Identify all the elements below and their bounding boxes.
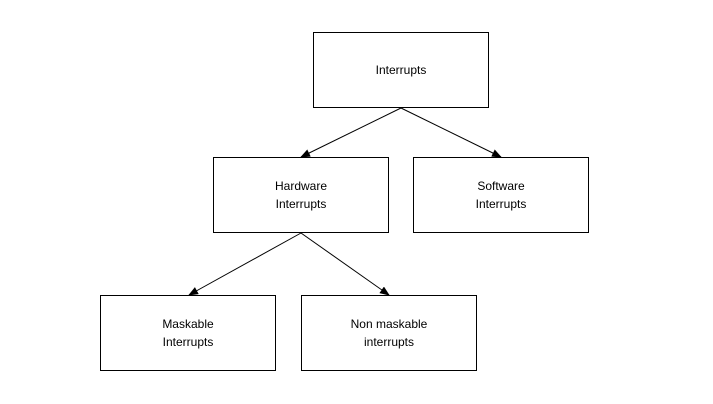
edge-hardware-to-non-maskable xyxy=(300,232,390,296)
edge-hardware-to-maskable xyxy=(188,232,302,296)
node-non-maskable-label-line-1: Non maskable xyxy=(350,317,428,331)
node-software-interrupts: Software Interrupts xyxy=(413,157,589,233)
node-hardware-label-line-1: Hardware xyxy=(274,179,328,193)
node-maskable-label-line-1: Maskable xyxy=(162,317,214,331)
node-software-label-line-2: Interrupts xyxy=(475,197,527,211)
node-software-label-line-1: Software xyxy=(477,179,525,193)
node-interrupts: Interrupts xyxy=(313,32,489,108)
node-hardware-label-line-2: Interrupts xyxy=(275,197,327,211)
node-hardware-interrupts: Hardware Interrupts xyxy=(213,157,389,233)
node-interrupts-label: Interrupts xyxy=(375,63,427,77)
node-non-maskable-label-line-2: interrupts xyxy=(363,335,415,349)
node-non-maskable-interrupts: Non maskable interrupts xyxy=(301,295,477,371)
edge-interrupts-to-software xyxy=(400,107,502,158)
node-maskable-label-line-2: Interrupts xyxy=(162,335,214,349)
edge-interrupts-to-hardware xyxy=(300,107,402,158)
node-maskable-interrupts: Maskable Interrupts xyxy=(100,295,276,371)
